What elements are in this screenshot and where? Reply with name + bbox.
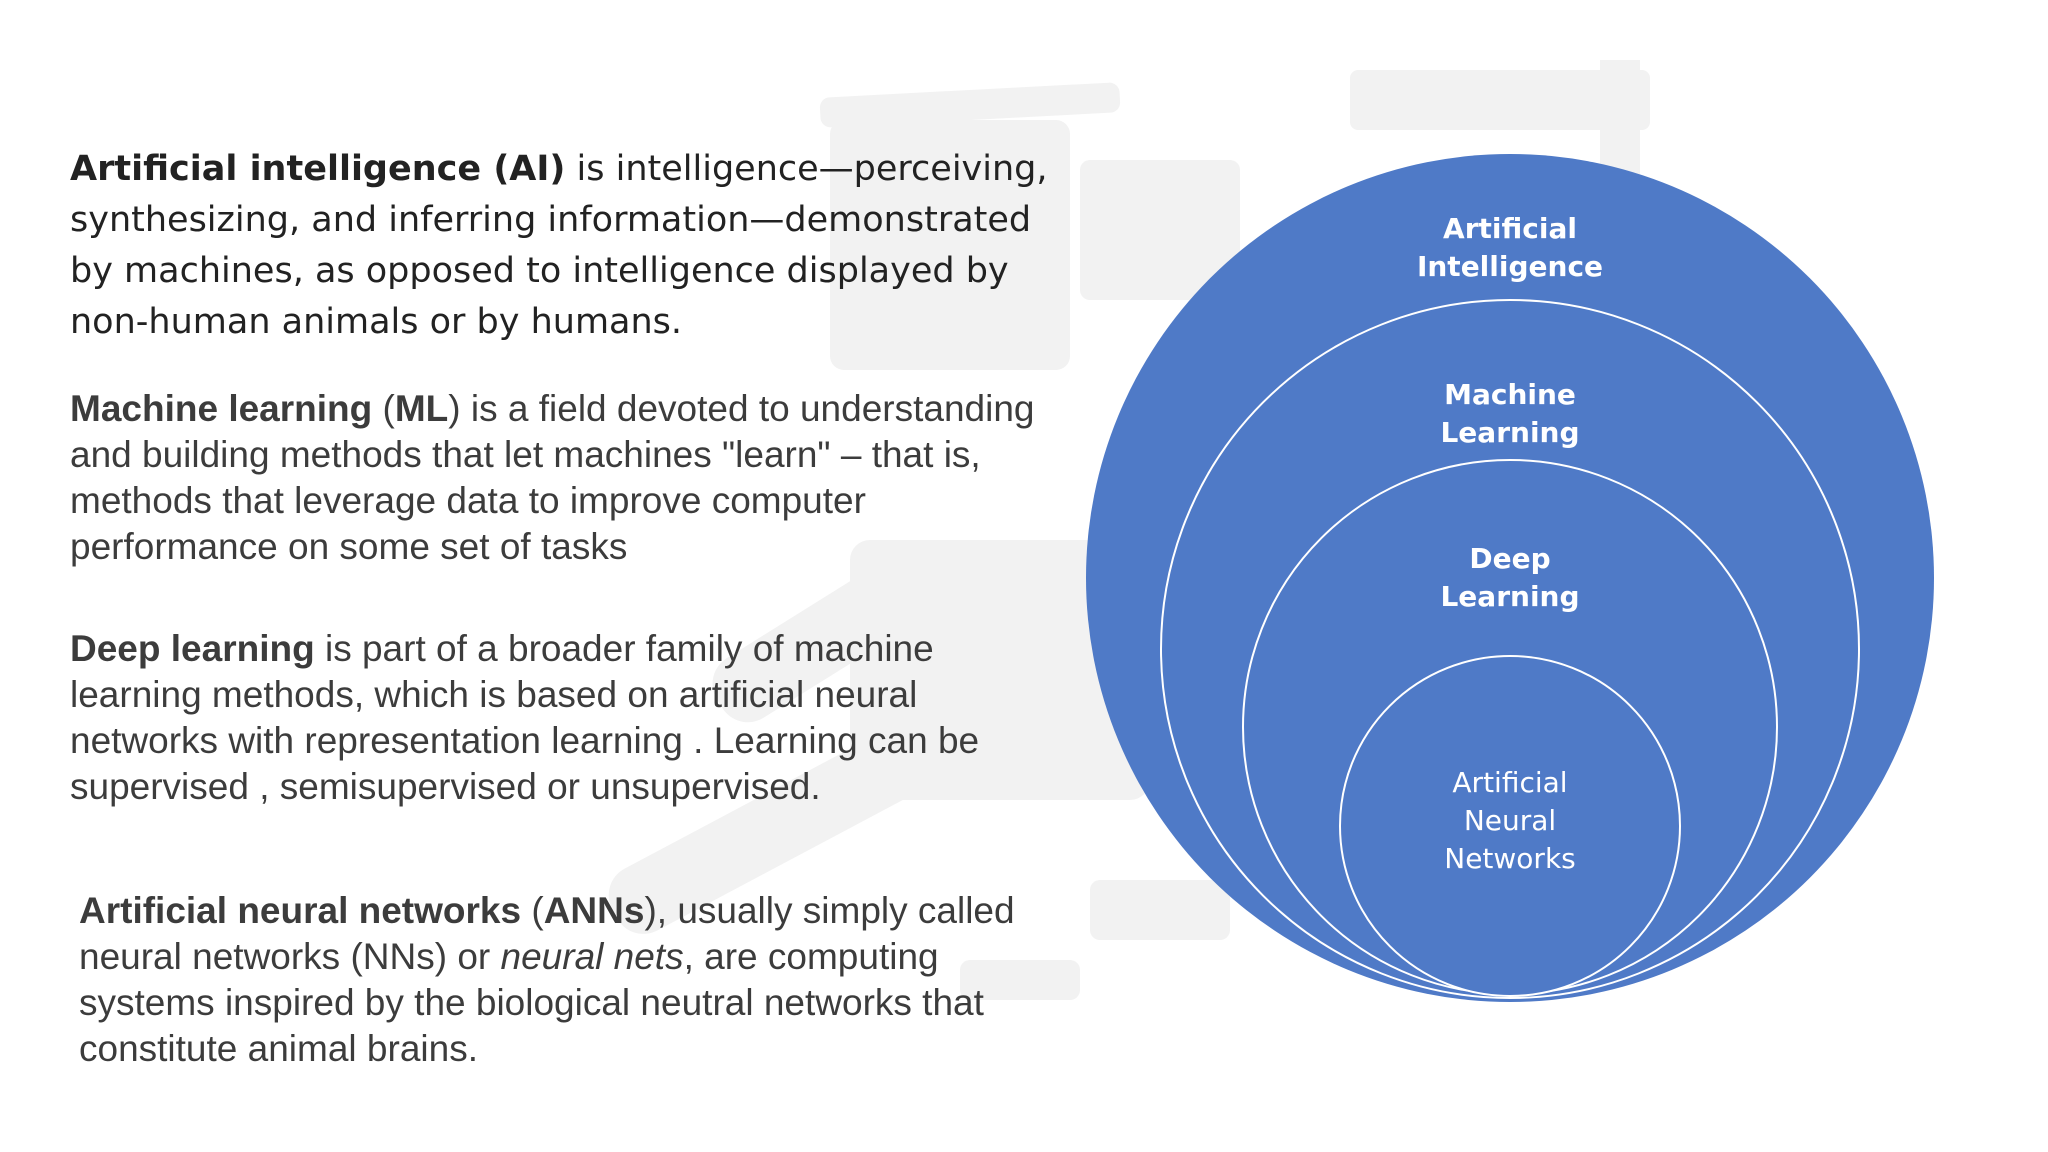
ann-open-paren: ( [521, 890, 544, 931]
dl-text: is part of a broader family of machine l… [70, 628, 980, 807]
ml-definition: Machine learning (ML) is a field devoted… [70, 386, 1060, 570]
circle-label-line: Deep [1469, 542, 1550, 575]
ann-text-1: ), usually simply called neural networks… [79, 890, 1015, 977]
ai-text: is intelligence—perceiving, synthesizing… [70, 149, 1048, 342]
ann-italic-term: neural nets [500, 936, 684, 977]
circle-label-line: Neural [1464, 804, 1556, 837]
circle-label-line: Networks [1444, 842, 1576, 875]
dl-term: Deep learning [70, 628, 315, 669]
circle-label-line: Artificial [1452, 766, 1567, 799]
circle-ann [1339, 655, 1681, 997]
circle-label-line: Intelligence [1417, 250, 1603, 283]
circle-label-line: Artificial [1443, 212, 1577, 245]
dl-definition: Deep learning is part of a broader famil… [70, 626, 1060, 810]
circle-label-line: Machine [1444, 378, 1576, 411]
circle-label-line: Learning [1440, 580, 1579, 613]
ai-definition: Artificial intelligence (AI) is intellig… [70, 144, 1060, 348]
ann-text-2: , are computing systems inspired by the … [79, 936, 984, 1069]
ai-term: Artificial intelligence (AI) [70, 149, 566, 189]
ann-abbreviation: ANNs [543, 890, 645, 931]
ml-text: ) is a field devoted to understanding an… [70, 388, 1035, 567]
ann-definition: Artificial neural networks (ANNs), usual… [79, 888, 1079, 1072]
ml-term: Machine learning [70, 388, 373, 429]
ml-abbreviation: ML [394, 388, 449, 429]
circle-label-line: Learning [1440, 416, 1579, 449]
ml-open-paren: ( [372, 388, 395, 429]
ann-term: Artificial neural networks [79, 890, 522, 931]
